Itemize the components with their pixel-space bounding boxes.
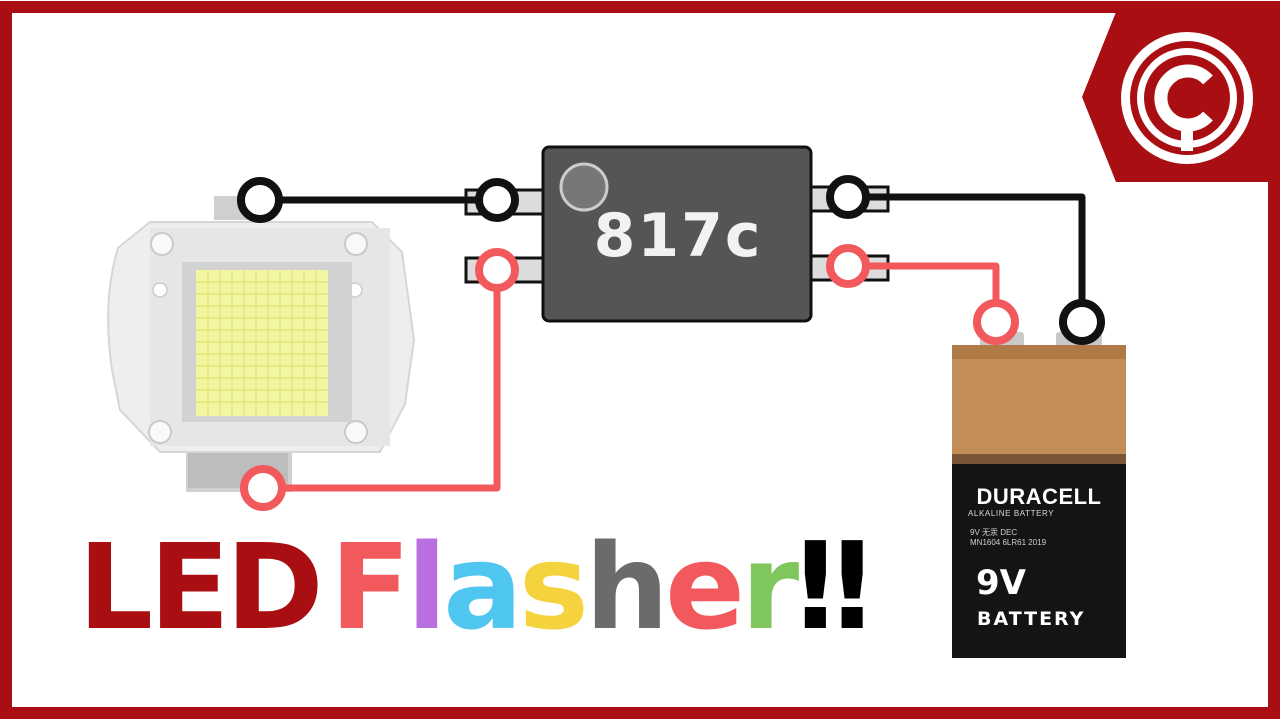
wire-negative-right (844, 193, 1086, 324)
battery-word: BATTERY (977, 608, 1086, 630)
battery-terminal-positive (973, 299, 1019, 345)
title-flasher: Flasher (330, 518, 799, 656)
ic-pin-4 (826, 175, 870, 219)
battery-subtitle: ALKALINE BATTERY (968, 509, 1055, 518)
battery-terminal-negative (1059, 299, 1105, 345)
battery-fine-line-1: 9V 无汞 DEC (970, 528, 1018, 537)
flasher-letter: l (406, 518, 448, 656)
flasher-letter: h (584, 518, 669, 656)
battery-voltage: 9V (976, 563, 1026, 603)
battery-fine-print: 9V 无汞 DEC MN1604 6LR61 2019 (970, 528, 1090, 548)
ic-label: 817c (593, 201, 763, 271)
ic-pin-3 (826, 244, 870, 288)
terminals (237, 175, 1105, 511)
led-terminal-positive (240, 465, 286, 511)
battery-9v (952, 332, 1126, 658)
flasher-letter: e (664, 518, 745, 656)
wire-positive-left (259, 266, 501, 492)
pin1-dot (559, 162, 609, 212)
ic-pin-2 (475, 178, 519, 222)
flasher-letter: F (330, 518, 411, 656)
c-logo-icon (1121, 32, 1253, 164)
ic-pin-1 (475, 248, 519, 292)
cob-led-icon (107, 196, 416, 492)
led-cell-grid (196, 270, 328, 416)
battery-fine-line-2: MN1604 6LR61 2019 (970, 538, 1047, 547)
flasher-letter: s (518, 518, 589, 656)
battery-brand: DURACELL (976, 484, 1102, 509)
led-terminal-negative (237, 177, 283, 223)
title-exclaim: !! (788, 518, 880, 657)
flasher-letter: r (741, 518, 799, 656)
flasher-letter: a (443, 518, 523, 656)
title-led: LED (78, 518, 324, 656)
